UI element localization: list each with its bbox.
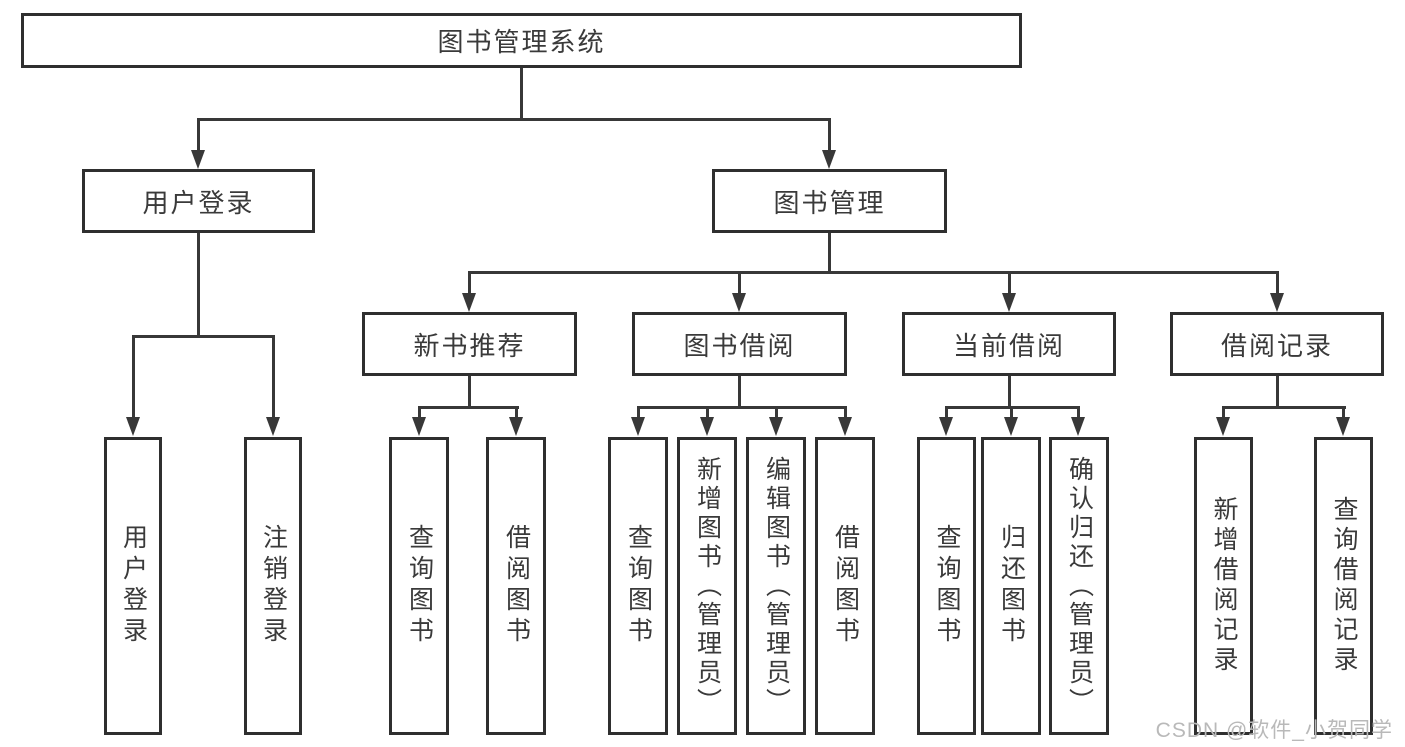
connector-line <box>132 335 135 419</box>
arrowhead-icon <box>191 150 205 169</box>
node-new-book-recommendation: 新书推荐 <box>362 312 577 376</box>
leaf-query-books-current: 查询图书 <box>917 437 976 735</box>
arrowhead-icon <box>769 417 783 436</box>
arrowhead-icon <box>462 293 476 312</box>
connector-line <box>1077 406 1080 419</box>
leaf-user-login: 用户登录 <box>104 437 162 735</box>
connector-line <box>132 335 275 338</box>
connector-line <box>945 406 948 419</box>
connector-line <box>1008 271 1011 295</box>
arrowhead-icon <box>838 417 852 436</box>
leaf-add-borrow-record: 新增借阅记录 <box>1194 437 1253 735</box>
connector-line <box>272 335 275 419</box>
arrowhead-icon <box>266 417 280 436</box>
connector-line <box>1342 406 1345 419</box>
connector-line <box>738 271 741 295</box>
node-book-borrowing: 图书借阅 <box>632 312 847 376</box>
arrowhead-icon <box>126 417 140 436</box>
leaf-query-books-recommendation: 查询图书 <box>389 437 449 735</box>
csdn-watermark: CSDN @软件_小贺同学 <box>1155 719 1393 742</box>
arrowhead-icon <box>1216 417 1230 436</box>
arrowhead-icon <box>732 293 746 312</box>
connector-line <box>520 68 523 120</box>
leaf-return-book: 归还图书 <box>981 437 1041 735</box>
arrowhead-icon <box>700 417 714 436</box>
arrowhead-icon <box>1002 293 1016 312</box>
leaf-logout: 注销登录 <box>244 437 302 735</box>
connector-line <box>637 406 640 419</box>
connector-line <box>418 406 421 419</box>
connector-line <box>418 406 519 409</box>
connector-line <box>468 376 471 409</box>
node-borrowing-records: 借阅记录 <box>1170 312 1384 376</box>
leaf-query-books-borrowing: 查询图书 <box>608 437 668 735</box>
node-current-borrowing: 当前借阅 <box>902 312 1116 376</box>
connector-line <box>515 406 518 419</box>
node-user-login: 用户登录 <box>82 169 315 233</box>
connector-line <box>468 271 1279 274</box>
connector-line <box>1010 406 1013 419</box>
arrowhead-icon <box>509 417 523 436</box>
arrowhead-icon <box>939 417 953 436</box>
connector-line <box>828 118 831 152</box>
arrowhead-icon <box>631 417 645 436</box>
connector-line <box>197 118 200 152</box>
connector-line <box>1276 376 1279 409</box>
node-library-management-system: 图书管理系统 <box>21 13 1022 68</box>
leaf-query-borrow-record: 查询借阅记录 <box>1314 437 1373 735</box>
connector-line <box>844 406 847 419</box>
connector-line <box>1008 376 1011 409</box>
connector-line <box>637 406 847 409</box>
node-book-management: 图书管理 <box>712 169 947 233</box>
connector-line <box>1222 406 1225 419</box>
arrowhead-icon <box>1071 417 1085 436</box>
leaf-confirm-return-admin: 确认归还（管理员） <box>1049 437 1109 735</box>
leaf-borrow-books-recommendation: 借阅图书 <box>486 437 546 735</box>
connector-line <box>775 406 778 419</box>
connector-line <box>197 233 200 337</box>
leaf-add-book-admin: 新增图书（管理员） <box>677 437 737 735</box>
arrowhead-icon <box>1270 293 1284 312</box>
leaf-borrow-books-borrowing: 借阅图书 <box>815 437 875 735</box>
connector-line <box>828 233 831 274</box>
arrowhead-icon <box>1336 417 1350 436</box>
connector-line <box>1276 271 1279 295</box>
connector-line <box>706 406 709 419</box>
connector-line <box>738 376 741 409</box>
connector-line <box>197 118 831 121</box>
connector-line <box>1222 406 1346 409</box>
arrowhead-icon <box>1004 417 1018 436</box>
arrowhead-icon <box>822 150 836 169</box>
leaf-edit-book-admin: 编辑图书（管理员） <box>746 437 806 735</box>
connector-line <box>468 271 471 295</box>
arrowhead-icon <box>412 417 426 436</box>
